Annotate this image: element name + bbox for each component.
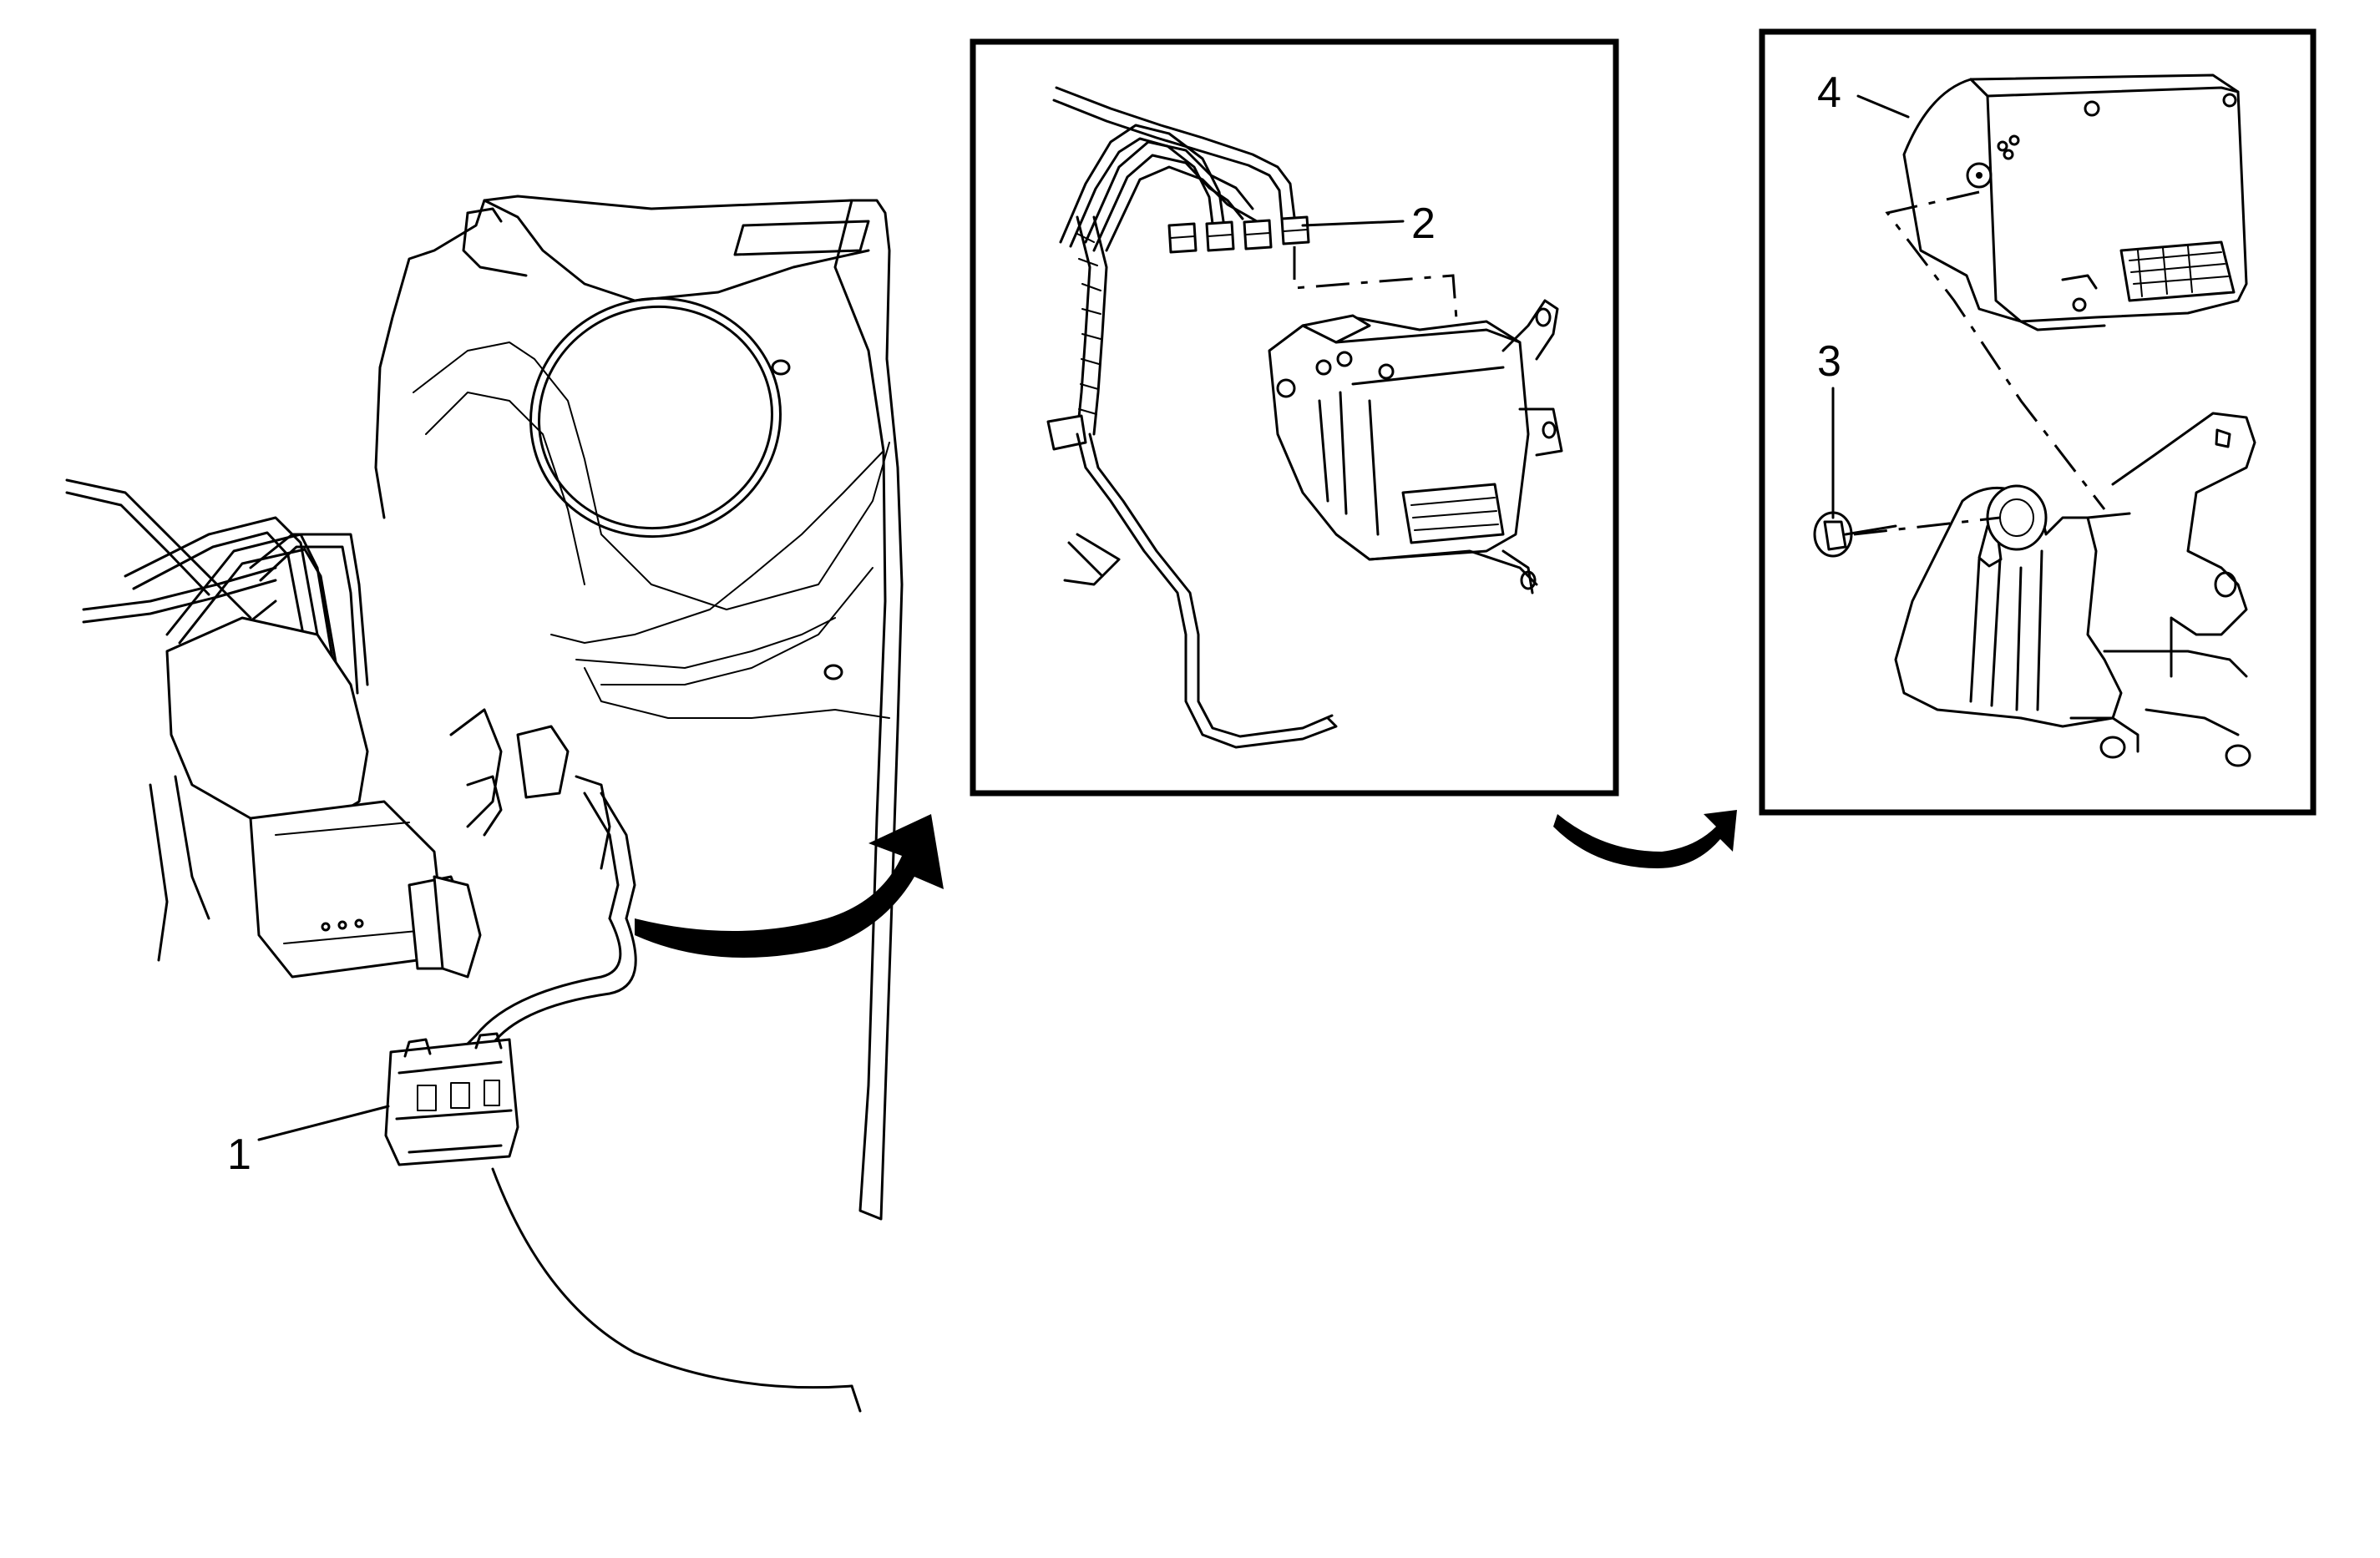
- body-panel-overview: [374, 195, 904, 1413]
- callout-4: 4: [1817, 68, 1910, 119]
- arrow-to-detail-1: [635, 814, 944, 958]
- ebcm-module-4: [1902, 73, 2248, 331]
- abs-unit-overview: [149, 616, 611, 979]
- abs-modulator-detail: [1268, 299, 1563, 594]
- tube-nuts-2: [1167, 215, 1310, 254]
- detail-panel-brake-lines: [970, 38, 1619, 797]
- bolt-3: [1813, 511, 2001, 558]
- callout-3: 3: [1817, 337, 1841, 519]
- callout-label-2: 2: [1411, 200, 1436, 248]
- callout-label-4: 4: [1817, 68, 1841, 117]
- wiring-harness-overview: [449, 792, 637, 1066]
- callout-label-1: 1: [227, 1131, 251, 1179]
- detail-panel-module-mount: [1759, 28, 2317, 816]
- mounting-bracket: [1894, 412, 2256, 767]
- callout-2: 2: [1301, 200, 1436, 248]
- callout-1: 1: [227, 1105, 390, 1179]
- arrow-to-detail-2: [1553, 810, 1737, 868]
- electrical-connector-1: [384, 1032, 519, 1166]
- callout-label-3: 3: [1817, 337, 1841, 386]
